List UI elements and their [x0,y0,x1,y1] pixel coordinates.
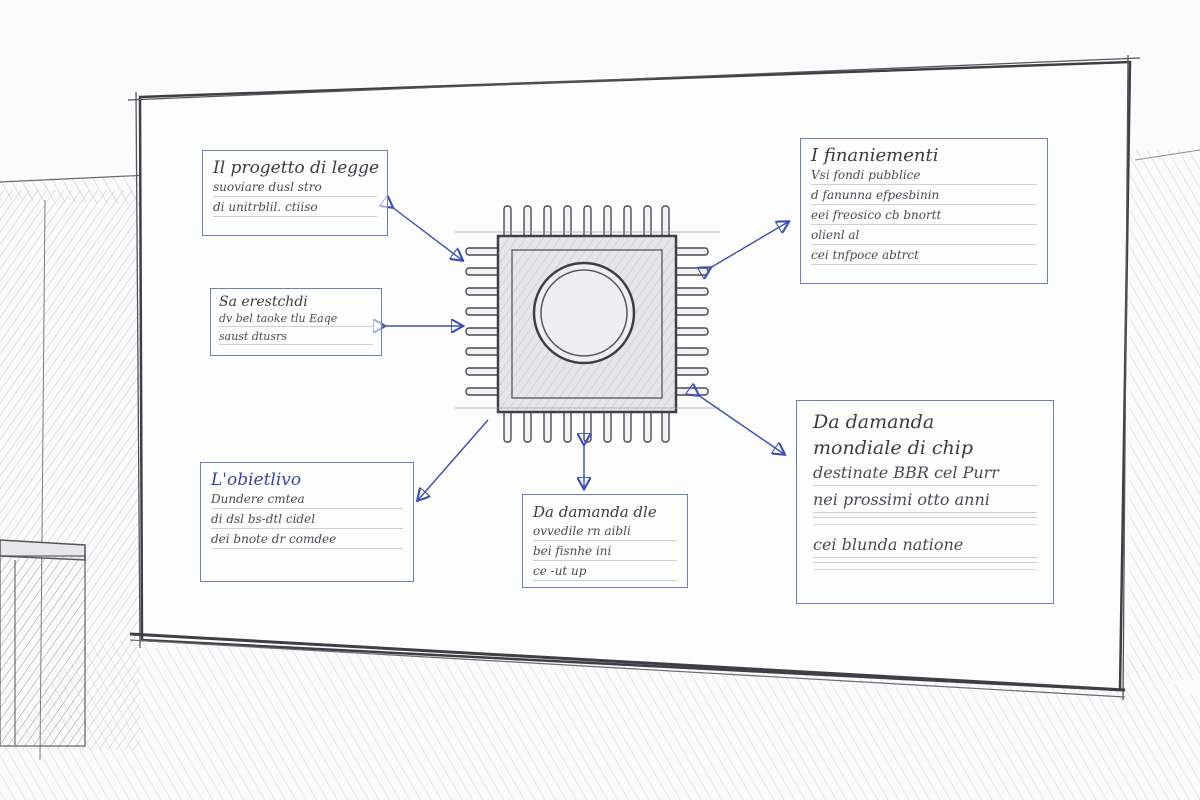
note-line: ce -ut up [533,563,677,581]
arrow-legge [392,207,462,260]
note-line: Dundere cmtea [211,491,403,509]
note-line: suoviare dusl stro [213,179,377,197]
arrow-finanziamenti [710,222,788,268]
note-line: dei bnote dr comdee [211,531,403,549]
note-line: di dsl bs-dtl cidel [211,511,403,529]
note-obiettivo: L'obietlivo Dundere cmtea di dsl bs-dtl … [200,462,414,582]
connector-arrows [384,207,788,500]
note-line: eei freosico cb bnortt [811,207,1037,225]
arrow-mondiale [698,395,784,454]
note-line: destinate BBR cel Purr [813,461,1037,486]
scribble-lines [813,517,1037,525]
note-line: cei tnfpoce abtrct [811,247,1037,265]
desk-sketch [0,539,86,747]
note-title: Da damanda mondiale di chip [813,411,974,459]
note-line: dv bel taoke tlu Eaqe [219,311,373,327]
microchip-icon [455,205,720,443]
note-sa-erestchdi: Sa erestchdi dv bel taoke tlu Eaqe saust… [210,288,382,356]
note-title: L'obietlivo [211,470,302,490]
note-line: Vsi fondi pubblice [811,167,1037,185]
scribble-lines [813,562,1037,570]
note-line: olienl al [811,227,1037,245]
note-line: ovvedile rn aibli [533,523,677,541]
note-domanda-mondiale: Da damanda mondiale di chip destinate BB… [796,400,1054,604]
note-title: Sa erestchdi [219,294,308,310]
note-line: saust dtusrs [219,329,373,345]
note-title: Da damanda dle [533,503,657,521]
note-line: d fanunna efpesbinin [811,187,1037,205]
note-title: I finaniementi [811,145,939,166]
note-line: cei blunda natione [813,533,1037,558]
note-line: di unitrblil. ctiiso [213,199,377,217]
note-line: bei fisnhe ini [533,543,677,561]
note-finanziamenti: I finaniementi Vsi fondi pubblice d fanu… [800,138,1048,284]
note-title: Il progetto di legge [213,158,380,178]
note-domanda-ue: Da damanda dle ovvedile rn aibli bei fis… [522,494,688,588]
note-progetto-legge: Il progetto di legge suoviare dusl stro … [202,150,388,236]
arrow-obiettivo [418,419,489,500]
note-line: nei prossimi otto anni [813,488,1037,513]
